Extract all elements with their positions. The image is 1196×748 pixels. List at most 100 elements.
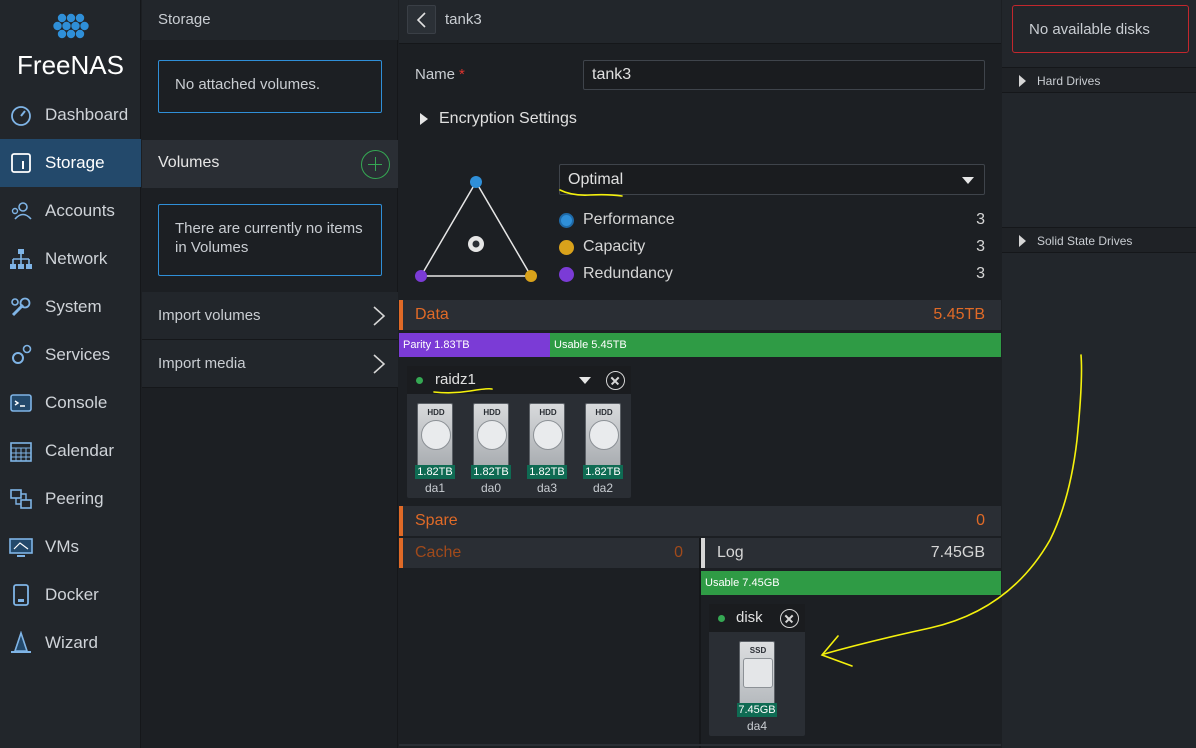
nav-item-network[interactable]: Network — [0, 235, 141, 283]
available-disks-column: No available disks Hard Drives Solid Sta… — [1002, 0, 1196, 748]
nav-item-accounts[interactable]: Accounts — [0, 187, 141, 235]
system-icon — [11, 297, 31, 317]
nav-label: Docker — [45, 585, 99, 604]
chevron-left-icon — [416, 12, 426, 28]
performance-vertex — [470, 176, 482, 188]
hdd-icon: HDD — [473, 403, 509, 467]
volumes-label: Volumes — [158, 154, 220, 171]
name-field-label: Name* — [415, 66, 465, 83]
raid-tradeoff-triangle — [415, 176, 537, 282]
layout-select-value: Optimal — [568, 171, 624, 188]
nav-label: Console — [45, 393, 108, 412]
ssd-label: Solid State Drives — [1037, 234, 1133, 248]
status-dot-icon — [718, 615, 725, 622]
editor-header: tank3 — [399, 0, 1001, 44]
nav-label: Peering — [45, 489, 104, 508]
capacity-dot-icon — [559, 240, 574, 255]
import-media-link[interactable]: Import media — [142, 340, 398, 388]
log-section-size: 7.45GB — [930, 544, 985, 561]
add-volume-button[interactable] — [361, 150, 390, 179]
import-volumes-label: Import volumes — [158, 307, 261, 324]
nav-label: VMs — [45, 537, 79, 556]
log-usable-segment: Usable 7.45GB — [701, 571, 1001, 595]
nav-label: Storage — [45, 153, 105, 172]
nav-item-wizard[interactable]: Wizard — [0, 619, 141, 667]
hard-drives-group[interactable]: Hard Drives — [1002, 67, 1196, 93]
accounts-icon — [11, 202, 32, 220]
data-section-size: 5.45TB — [933, 306, 985, 323]
nav-item-peering[interactable]: Peering — [0, 475, 141, 523]
disk-type: HDD — [595, 408, 613, 417]
chevron-right-icon — [373, 354, 386, 374]
nav-item-console[interactable]: Console — [0, 379, 141, 427]
expand-triangle-icon — [1019, 75, 1026, 87]
log-capacity-bar: Usable 7.45GB — [701, 571, 1001, 595]
metric-label: Redundancy — [583, 265, 673, 282]
vdev-name: disk — [736, 609, 763, 626]
disk-da1[interactable]: HDD 1.82TB da1 — [415, 403, 455, 499]
raidz1-vdev: raidz1 HDD 1.82TB da1 HDD 1.82TB da0 HDD… — [407, 366, 631, 498]
status-dot-icon — [416, 377, 423, 384]
storage-header-title: Storage — [158, 11, 211, 28]
log-section-label: Log — [717, 544, 744, 561]
attached-volumes-message: No attached volumes. — [158, 60, 382, 113]
nav-label: System — [45, 297, 102, 316]
import-volumes-link[interactable]: Import volumes — [142, 292, 398, 340]
editor-title: tank3 — [445, 11, 482, 28]
ssd-group[interactable]: Solid State Drives — [1002, 227, 1196, 253]
metric-capacity: Capacity 3 — [559, 236, 985, 258]
volume-name-input[interactable] — [583, 60, 985, 90]
wizard-icon — [11, 631, 31, 653]
disk-da3[interactable]: HDD 1.82TB da3 — [527, 403, 567, 499]
nav-label: Services — [45, 345, 111, 364]
nav-label: Dashboard — [45, 105, 129, 124]
no-disks-alert-text: No available disks — [1029, 21, 1150, 38]
nav-item-vms[interactable]: VMs — [0, 523, 141, 571]
metric-redundancy: Redundancy 3 — [559, 263, 985, 285]
volumes-empty-message: There are currently no items in Volumes — [158, 204, 382, 276]
ssd-icon: SSD — [739, 641, 775, 705]
disk-da4[interactable]: SSD 7.45GB da4 — [737, 641, 777, 737]
data-section-header: Data 5.45TB — [399, 300, 1001, 330]
nav-item-system[interactable]: System — [0, 283, 141, 331]
back-button[interactable] — [407, 5, 436, 34]
volume-editor: tank3 Name* Encryption Settings Optimal … — [399, 0, 1001, 748]
nav-item-docker[interactable]: Docker — [0, 571, 141, 619]
hard-drives-label: Hard Drives — [1037, 74, 1101, 88]
freenas-logo[interactable]: FreeNAS — [0, 10, 141, 80]
storage-header: Storage — [142, 0, 398, 40]
services-icon — [12, 344, 32, 364]
vdev-header: raidz1 — [407, 366, 631, 394]
remove-vdev-button[interactable] — [780, 609, 799, 628]
nav-label: Calendar — [45, 441, 114, 460]
spare-section-value: 0 — [976, 512, 985, 529]
metric-label: Performance — [583, 211, 675, 228]
disk-type: HDD — [483, 408, 501, 417]
volumes-header: Volumes — [142, 140, 398, 188]
metric-label: Capacity — [583, 238, 646, 255]
chevron-down-icon[interactable] — [579, 377, 591, 384]
storage-column: Storage No attached volumes. Volumes The… — [142, 0, 398, 748]
layout-select[interactable]: Optimal — [559, 164, 985, 195]
disk-da0[interactable]: HDD 1.82TB da0 — [471, 403, 511, 499]
disk-da2[interactable]: HDD 1.82TB da2 — [583, 403, 623, 499]
nav-label: Accounts — [45, 201, 115, 220]
nav-item-services[interactable]: Services — [0, 331, 141, 379]
metric-value: 3 — [976, 211, 985, 228]
nav-item-calendar[interactable]: Calendar — [0, 427, 141, 475]
data-section-label: Data — [415, 306, 449, 323]
redundancy-vertex — [415, 270, 427, 282]
peering-icon — [10, 489, 32, 509]
chevron-right-icon — [373, 306, 386, 326]
freenas-logo-icon — [53, 13, 89, 39]
disk-size: 7.45GB — [737, 703, 777, 717]
remove-vdev-button[interactable] — [606, 371, 625, 390]
nav-label: Network — [45, 249, 108, 268]
nav-item-storage[interactable]: Storage — [0, 139, 141, 187]
nav-item-dashboard[interactable]: Dashboard — [0, 91, 141, 139]
parity-segment: Parity 1.83TB — [399, 333, 550, 357]
docker-icon — [13, 584, 29, 606]
disk-name: da2 — [592, 481, 614, 495]
metric-value: 3 — [976, 265, 985, 282]
redundancy-dot-icon — [559, 267, 574, 282]
